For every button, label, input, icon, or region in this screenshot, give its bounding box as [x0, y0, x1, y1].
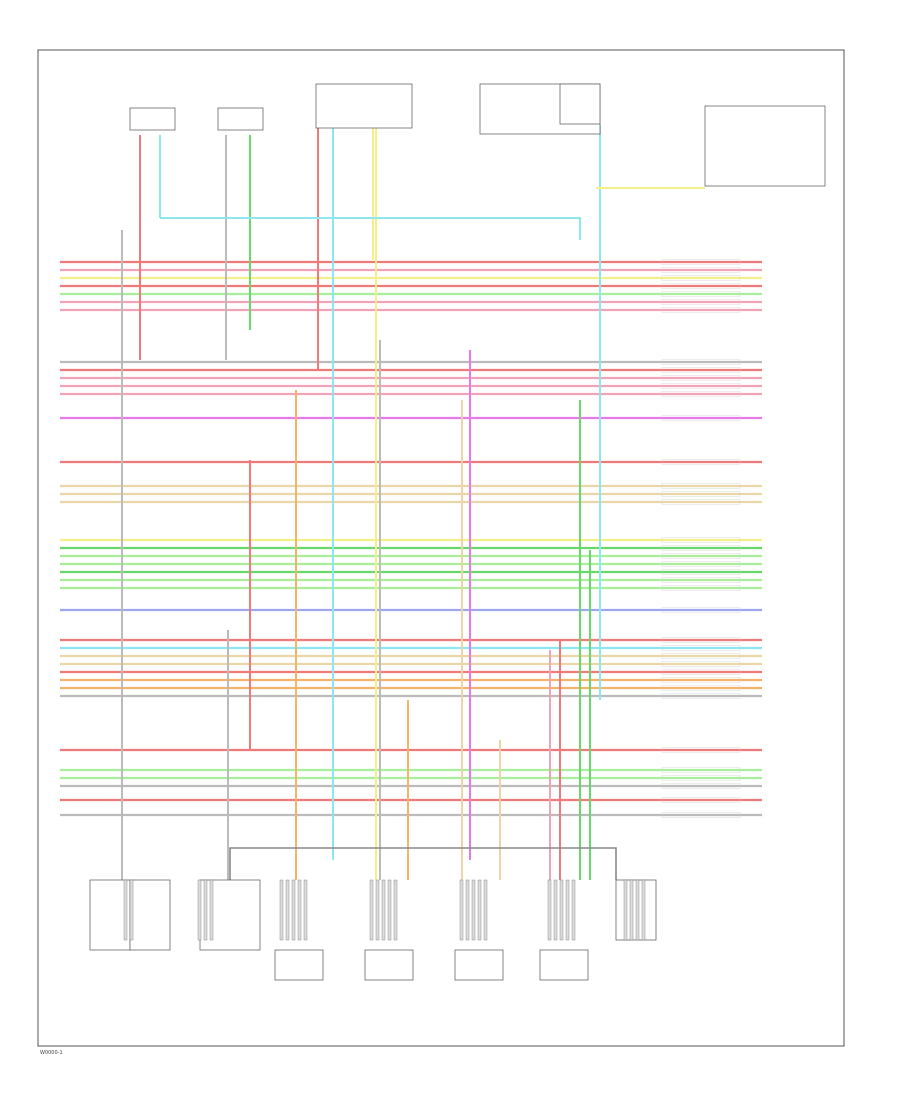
wire-label-box [661, 585, 741, 591]
connector-pin [123, 879, 128, 941]
connector-pin [565, 879, 570, 941]
wire-label-box [661, 553, 741, 559]
wire-label-box [661, 545, 741, 551]
connector-pin [629, 879, 634, 941]
connector-pin [483, 879, 488, 941]
wire-label-box [661, 259, 741, 265]
wire-label-box [661, 367, 741, 373]
component-bottom-6 [454, 949, 504, 981]
wire-label-box [661, 767, 741, 773]
wire-label-box [661, 653, 741, 659]
wire-label-box [661, 693, 741, 699]
wire-label-box [661, 537, 741, 543]
component-bottom-2 [129, 879, 171, 951]
component-bottom-5 [364, 949, 414, 981]
connector-pin [285, 879, 290, 941]
wire-label-box [661, 491, 741, 497]
component-top-5 [559, 83, 601, 125]
component-top-2 [217, 107, 264, 131]
vertical-wires [121, 95, 705, 880]
connector-pin [279, 879, 284, 941]
connector-pin [197, 879, 202, 941]
connector-pin [393, 879, 398, 941]
component-top-3 [315, 83, 413, 129]
connector-pin [477, 879, 482, 941]
cyan-bus-wire [160, 217, 581, 240]
wire-label-box [661, 637, 741, 643]
wire-label-box [661, 359, 741, 365]
connector-pin [547, 879, 552, 941]
connector-pin [375, 879, 380, 941]
wire-label-box [661, 569, 741, 575]
connector-pin [571, 879, 576, 941]
wire-label-box [661, 797, 741, 803]
wire-label-box [661, 267, 741, 273]
horizontal-wires [60, 259, 762, 818]
wire-label-box [661, 747, 741, 753]
connector-pin [641, 879, 646, 941]
wire-label-box [661, 299, 741, 305]
wire-label-box [661, 275, 741, 281]
wire-label-box [661, 775, 741, 781]
connector-pin [209, 879, 214, 941]
wire-label-box [661, 375, 741, 381]
connector-pin [129, 879, 134, 941]
footer-code: W0000-1 [40, 1050, 63, 1056]
wire-label-box [661, 283, 741, 289]
wire-label-box [661, 391, 741, 397]
wire-label-box [661, 645, 741, 651]
connector-pin [553, 879, 558, 941]
component-bottom-4 [274, 949, 324, 981]
wire-label-box [661, 812, 741, 818]
connector-pin [291, 879, 296, 941]
wire-label-box [661, 577, 741, 583]
connector-pin [471, 879, 476, 941]
component-bottom-7 [539, 949, 589, 981]
ground-bus-wire [229, 847, 617, 880]
connector-pin [381, 879, 386, 941]
connector-pin [635, 879, 640, 941]
wire-label-box [661, 415, 741, 421]
wire-label-box [661, 383, 741, 389]
wire-label-box [661, 607, 741, 613]
connector-pin [297, 879, 302, 941]
connector-pin [369, 879, 374, 941]
wire-label-box [661, 677, 741, 683]
connector-pin [459, 879, 464, 941]
wire-label-box [661, 499, 741, 505]
wire-label-box [661, 669, 741, 675]
component-top-6 [704, 105, 826, 187]
connector-pin [203, 879, 208, 941]
component-top-1 [129, 107, 176, 131]
wire-label-box [661, 561, 741, 567]
component-bottom-3 [199, 879, 261, 951]
wire-label-box [661, 661, 741, 667]
connector-pin [387, 879, 392, 941]
connector-pin [623, 879, 628, 941]
connector-pin [303, 879, 308, 941]
connector-pin [559, 879, 564, 941]
connector-pins [123, 879, 646, 941]
wire-label-box [661, 685, 741, 691]
connector-pin [465, 879, 470, 941]
wire-label-box [661, 783, 741, 789]
wire-label-box [661, 307, 741, 313]
wire-label-box [661, 291, 741, 297]
wire-label-box [661, 483, 741, 489]
diagram-frame [37, 49, 845, 1047]
wire-label-box [661, 459, 741, 465]
